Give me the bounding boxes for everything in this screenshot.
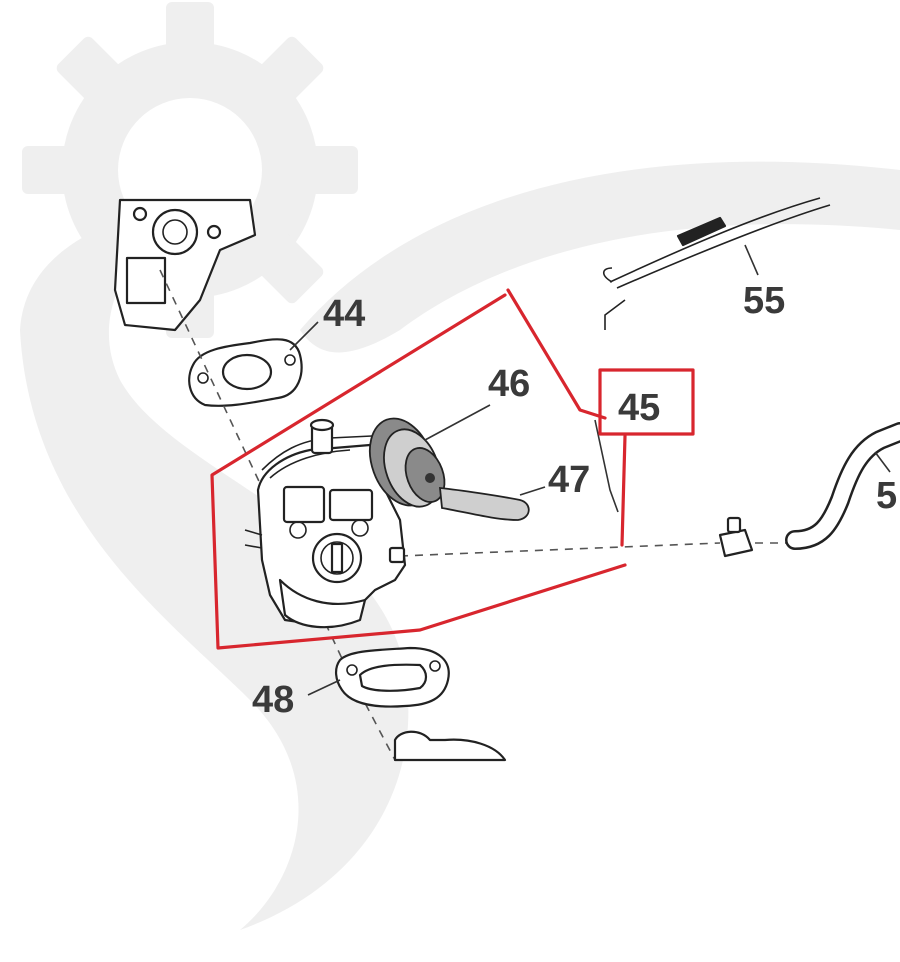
choke-lever-47-part: [438, 486, 530, 521]
highlight-outline: [210, 288, 627, 650]
highlight-box-45: [598, 368, 695, 436]
leader-46: [424, 404, 491, 441]
gasket-48-part: [335, 646, 450, 708]
intake-flange-part: [113, 198, 257, 332]
callout-5-partial: 5: [876, 475, 897, 517]
callout-47: 47: [548, 459, 590, 501]
fuel-line-axis: [399, 542, 790, 557]
throttle-cable-55-part: [602, 197, 831, 330]
carburetor-45-part: [244, 418, 407, 629]
watermark-logo-icon: [20, 2, 900, 930]
callout-55: 55: [743, 280, 785, 322]
callout-44: 44: [323, 293, 365, 335]
gasket-44-part: [188, 338, 303, 407]
leader-44: [289, 321, 319, 351]
leader-48: [307, 679, 341, 696]
callout-48: 48: [252, 679, 294, 721]
leader-45: [594, 419, 619, 513]
primer-bulb-46-part: [368, 417, 446, 508]
leader-47: [519, 486, 546, 496]
fuel-hose-part: [718, 422, 900, 558]
callout-46: 46: [488, 363, 530, 405]
lower-bracket-part: [393, 730, 507, 762]
callout-45: 45: [618, 387, 660, 429]
leader-55: [744, 244, 759, 276]
leader-5: [874, 451, 891, 473]
